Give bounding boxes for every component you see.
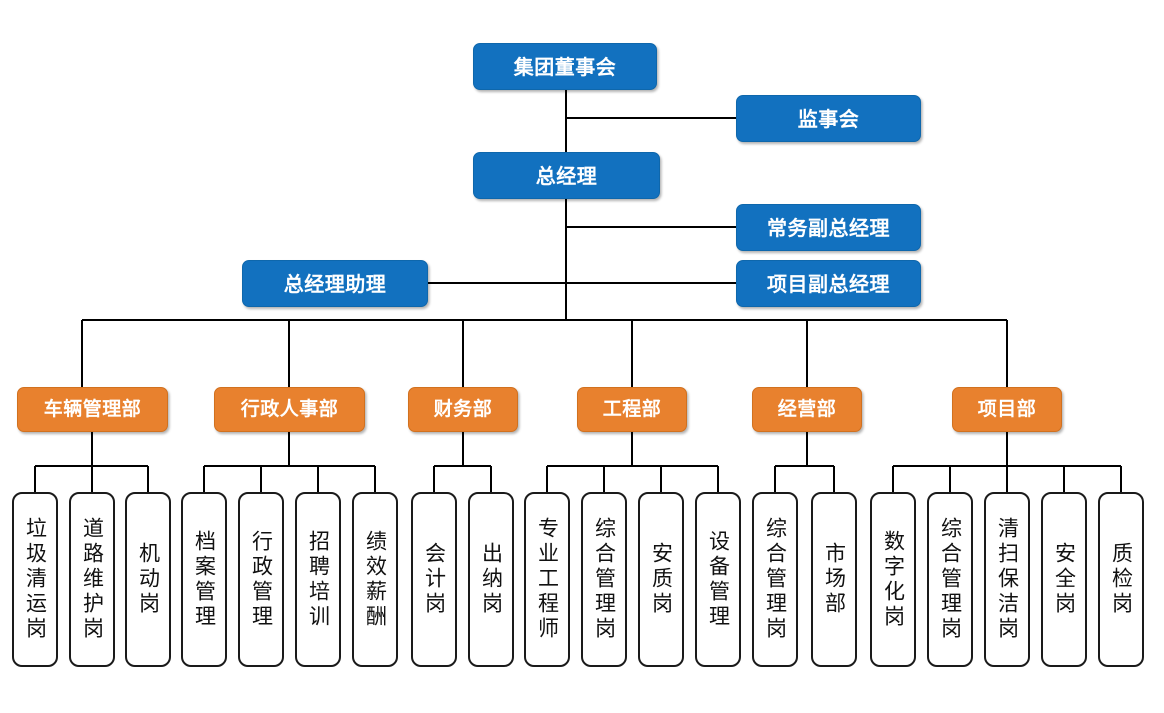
post-label: 安全岗 bbox=[1052, 542, 1077, 617]
post-box[interactable]: 出纳岗 bbox=[468, 492, 514, 667]
post-box[interactable]: 安全岗 bbox=[1041, 492, 1087, 667]
post-label: 质检岗 bbox=[1109, 542, 1134, 617]
dept-vehicle-management[interactable]: 车辆管理部 bbox=[17, 387, 168, 432]
post-box[interactable]: 综合管理岗 bbox=[581, 492, 627, 667]
post-box[interactable]: 道路维护岗 bbox=[69, 492, 115, 667]
post-label: 道路维护岗 bbox=[80, 517, 105, 642]
post-box[interactable]: 设备管理 bbox=[695, 492, 741, 667]
post-label: 绩效薪酬 bbox=[363, 529, 388, 630]
post-box[interactable]: 垃圾清运岗 bbox=[12, 492, 58, 667]
post-label: 清扫保洁岗 bbox=[995, 517, 1020, 642]
node-supervisory-board[interactable]: 监事会 bbox=[736, 95, 921, 142]
post-label: 招聘培训 bbox=[306, 529, 331, 630]
dept-project[interactable]: 项目部 bbox=[952, 387, 1062, 432]
dept-engineering[interactable]: 工程部 bbox=[577, 387, 687, 432]
post-label: 档案管理 bbox=[192, 529, 217, 630]
post-label: 出纳岗 bbox=[479, 542, 504, 617]
post-box[interactable]: 安质岗 bbox=[638, 492, 684, 667]
post-box[interactable]: 综合管理岗 bbox=[752, 492, 798, 667]
post-label: 市场部 bbox=[822, 542, 847, 617]
post-label: 综合管理岗 bbox=[592, 517, 617, 642]
dept-admin-hr[interactable]: 行政人事部 bbox=[214, 387, 365, 432]
post-label: 行政管理 bbox=[249, 529, 274, 630]
post-label: 垃圾清运岗 bbox=[23, 517, 48, 642]
node-general-manager[interactable]: 总经理 bbox=[473, 152, 660, 199]
post-box[interactable]: 会计岗 bbox=[411, 492, 457, 667]
post-box[interactable]: 绩效薪酬 bbox=[352, 492, 398, 667]
post-box[interactable]: 招聘培训 bbox=[295, 492, 341, 667]
post-box[interactable]: 质检岗 bbox=[1098, 492, 1144, 667]
post-box[interactable]: 行政管理 bbox=[238, 492, 284, 667]
post-box[interactable]: 档案管理 bbox=[181, 492, 227, 667]
dept-operations[interactable]: 经营部 bbox=[752, 387, 862, 432]
post-box[interactable]: 综合管理岗 bbox=[927, 492, 973, 667]
post-box[interactable]: 市场部 bbox=[811, 492, 857, 667]
post-label: 安质岗 bbox=[649, 542, 674, 617]
post-box[interactable]: 机动岗 bbox=[125, 492, 171, 667]
post-box[interactable]: 数字化岗 bbox=[870, 492, 916, 667]
post-label: 数字化岗 bbox=[881, 529, 906, 630]
post-label: 机动岗 bbox=[136, 542, 161, 617]
node-project-deputy-gm[interactable]: 项目副总经理 bbox=[736, 260, 921, 307]
dept-finance[interactable]: 财务部 bbox=[408, 387, 518, 432]
node-gm-assistant[interactable]: 总经理助理 bbox=[242, 260, 428, 307]
post-box[interactable]: 清扫保洁岗 bbox=[984, 492, 1030, 667]
post-label: 会计岗 bbox=[422, 542, 447, 617]
post-label: 专业工程师 bbox=[535, 517, 560, 642]
post-label: 综合管理岗 bbox=[763, 517, 788, 642]
node-executive-deputy-gm[interactable]: 常务副总经理 bbox=[736, 204, 921, 251]
post-label: 设备管理 bbox=[706, 529, 731, 630]
node-board[interactable]: 集团董事会 bbox=[473, 43, 657, 90]
post-label: 综合管理岗 bbox=[938, 517, 963, 642]
post-box[interactable]: 专业工程师 bbox=[524, 492, 570, 667]
